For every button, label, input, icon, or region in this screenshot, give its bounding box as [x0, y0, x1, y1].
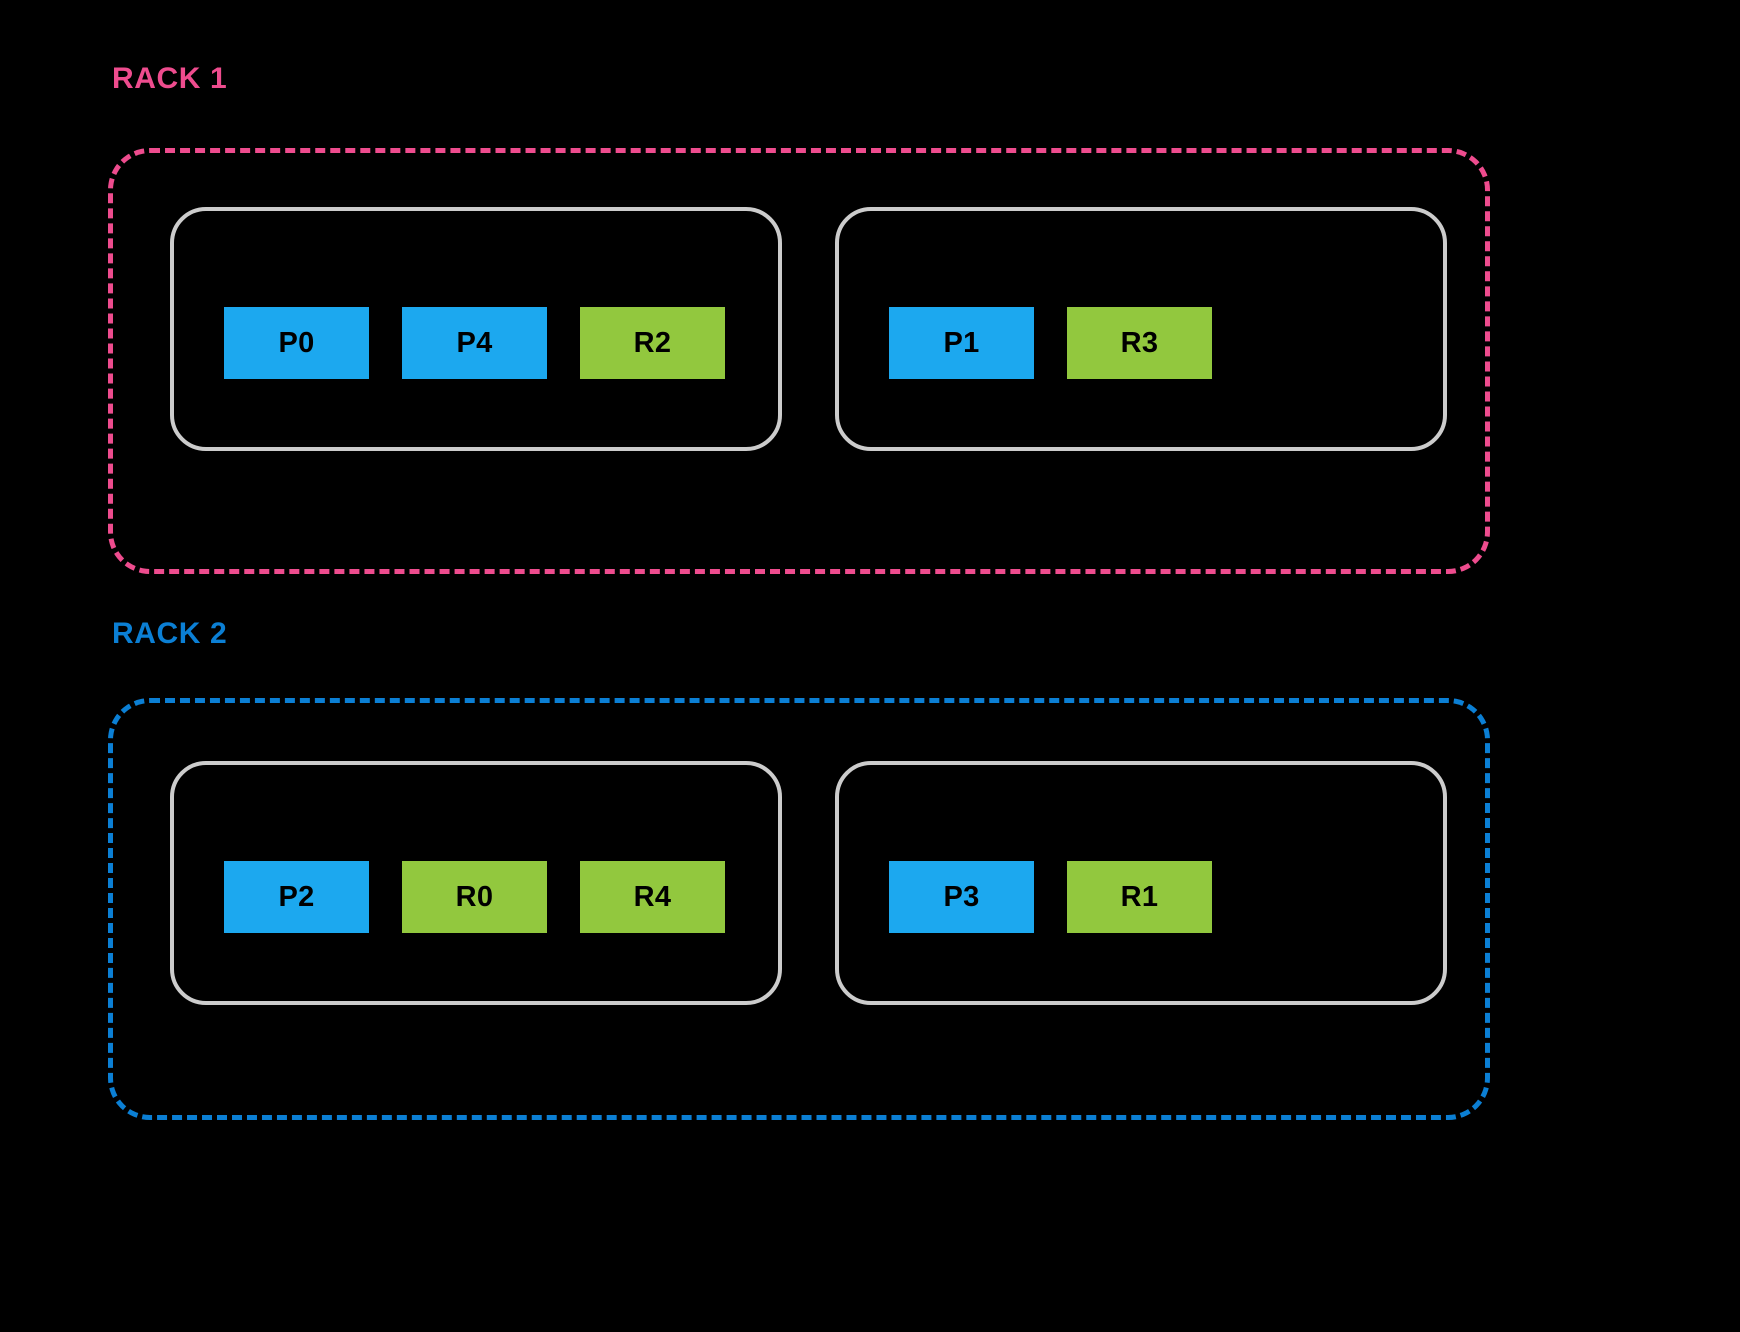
shard-chip-r2[interactable]: R2 — [580, 307, 725, 379]
shard-chip-p4[interactable]: P4 — [402, 307, 547, 379]
shard-chip-r4[interactable]: R4 — [580, 861, 725, 933]
rack-2-boundary: P2 R0 R4 P3 R1 — [108, 698, 1490, 1120]
rack-2-node-2[interactable]: P3 R1 — [835, 761, 1447, 1005]
rack-2-node-1[interactable]: P2 R0 R4 — [170, 761, 782, 1005]
shard-chip-p1[interactable]: P1 — [889, 307, 1034, 379]
rack-2-label: RACK 2 — [112, 617, 228, 650]
rack-2-node-2-shards: P3 R1 — [889, 861, 1212, 933]
shard-chip-r0[interactable]: R0 — [402, 861, 547, 933]
rack-2-node-1-shards: P2 R0 R4 — [224, 861, 725, 933]
rack-1-node-2[interactable]: P1 R3 — [835, 207, 1447, 451]
rack-1-node-2-shards: P1 R3 — [889, 307, 1212, 379]
shard-chip-p3[interactable]: P3 — [889, 861, 1034, 933]
shard-chip-p0[interactable]: P0 — [224, 307, 369, 379]
shard-chip-r1[interactable]: R1 — [1067, 861, 1212, 933]
rack-1-boundary: P0 P4 R2 P1 R3 — [108, 148, 1490, 574]
rack-1-label: RACK 1 — [112, 62, 228, 95]
shard-chip-r3[interactable]: R3 — [1067, 307, 1212, 379]
rack-1-node-1[interactable]: P0 P4 R2 — [170, 207, 782, 451]
shard-chip-p2[interactable]: P2 — [224, 861, 369, 933]
rack-1-node-1-shards: P0 P4 R2 — [224, 307, 725, 379]
